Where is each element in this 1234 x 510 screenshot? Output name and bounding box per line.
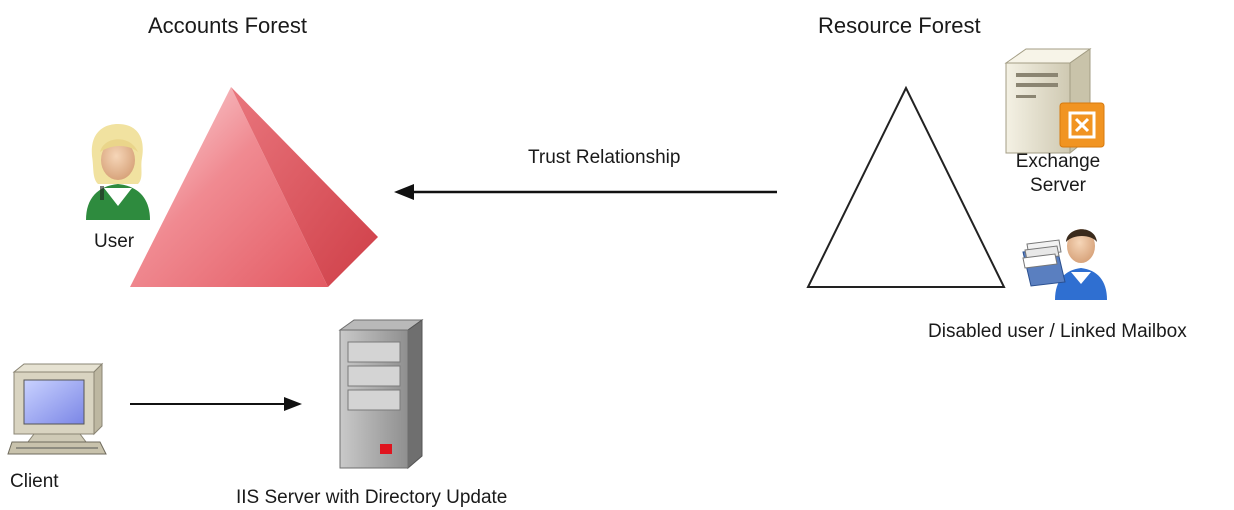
- resource-forest-triangle: [806, 85, 1006, 288]
- accounts-forest-pyramid: [130, 87, 378, 287]
- client-to-iis-arrow: [130, 397, 302, 411]
- accounts-forest-title: Accounts Forest: [148, 13, 307, 38]
- exchange-server-icon: [1004, 48, 1105, 155]
- user-icon: [86, 124, 150, 220]
- exchange-server-label-line2: Server: [1030, 174, 1086, 196]
- linked-mailbox-label: Disabled user / Linked Mailbox: [928, 321, 1187, 342]
- computer-icon: [7, 362, 107, 455]
- mailbox-user-icon: [1022, 229, 1107, 300]
- trust-relationship-label: Trust Relationship: [528, 147, 681, 168]
- resource-forest-title: Resource Forest: [818, 13, 981, 38]
- trust-relationship-arrow: [394, 184, 777, 200]
- server-tower-icon: [338, 319, 424, 470]
- client-label: Client: [10, 471, 59, 492]
- user-label: User: [94, 231, 135, 252]
- iis-server-label: IIS Server with Directory Update: [236, 487, 508, 508]
- exchange-server-label: Exchange Server: [1006, 150, 1110, 198]
- exchange-server-label-line1: Exchange: [1015, 151, 1101, 172]
